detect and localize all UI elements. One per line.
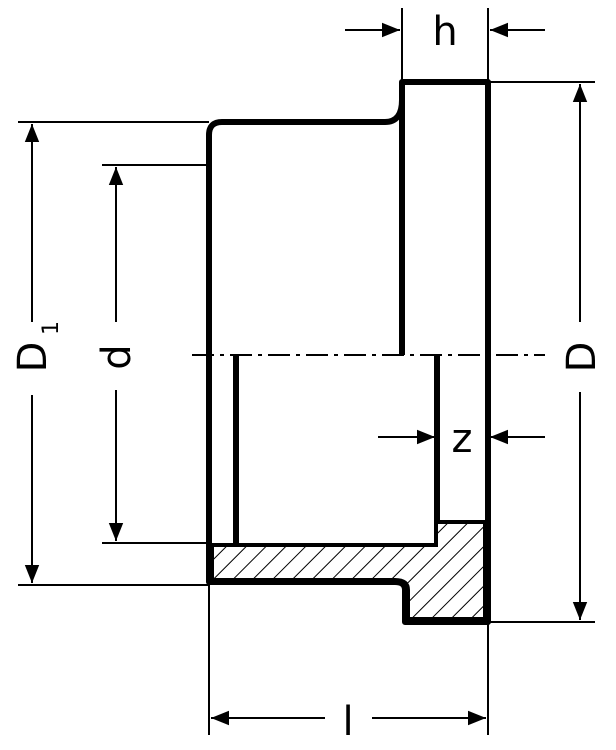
label-z: z	[452, 416, 473, 462]
label-d: d	[94, 344, 140, 369]
hatched-section	[210, 520, 487, 621]
label-d1: D	[10, 342, 56, 373]
label-D: D	[559, 342, 605, 373]
label-d1-subscript: 1	[39, 321, 64, 335]
label-h: h	[432, 9, 457, 55]
label-l: l	[342, 699, 353, 745]
dimension-lines	[24, 22, 588, 726]
extension-lines	[18, 8, 595, 735]
